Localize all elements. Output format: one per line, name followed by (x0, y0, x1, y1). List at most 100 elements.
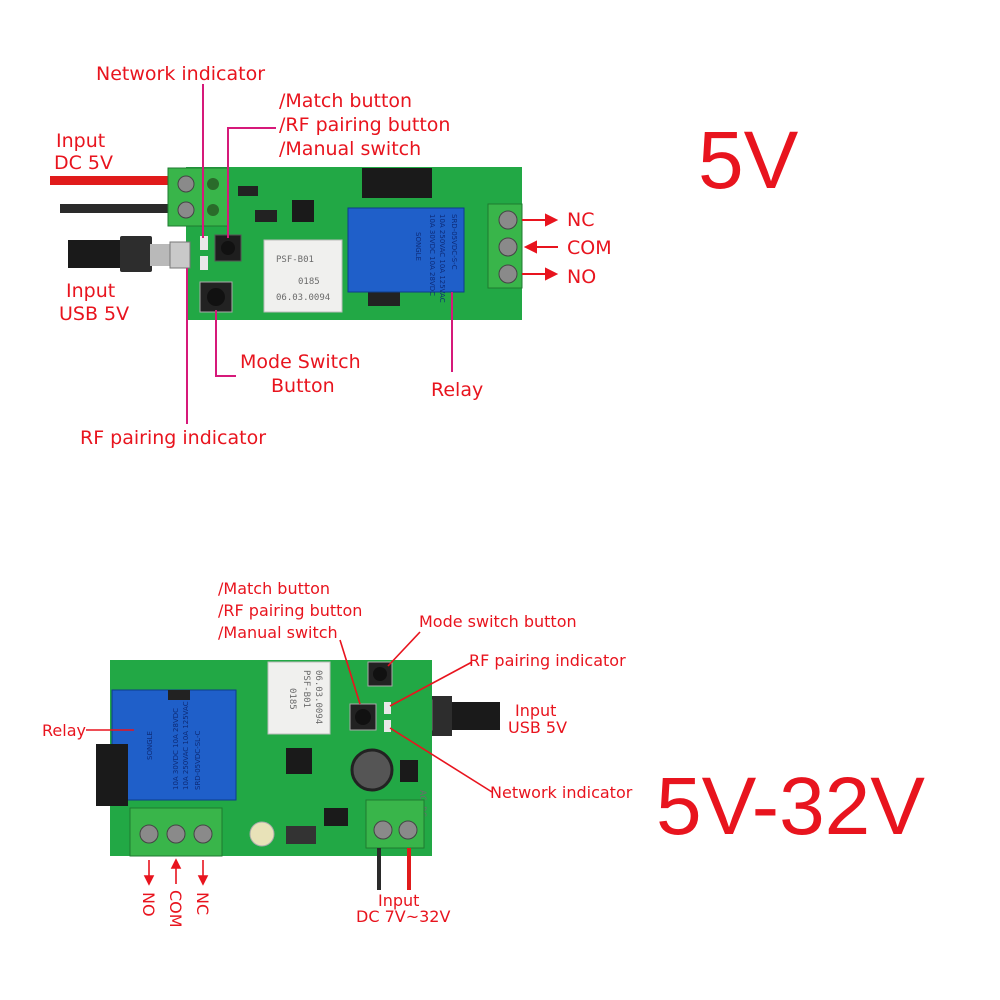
label-mode-switch-button: Mode switch button (419, 612, 577, 631)
label-nc: NC (193, 892, 212, 915)
label-input-usb-line-2: USB 5V (508, 718, 567, 737)
label-input-dc-line-2: DC 7V~32V (356, 907, 450, 926)
label-match-button: /Match button (218, 579, 330, 598)
mode-switch-button-cap (207, 288, 225, 306)
top-module: PSF-B01 0185 06.03.0094 SRD-05VDC-S-C 10… (50, 63, 799, 449)
label-rf-pairing-button: /RF pairing button (218, 601, 362, 620)
com-screw (498, 237, 518, 257)
top-output-arrows (522, 213, 559, 281)
voltage-label-5v: 5V (698, 115, 799, 206)
ic-chip (324, 808, 348, 826)
inductor (286, 826, 316, 844)
micro-usb-socket (169, 241, 191, 269)
relay-text-rating-1: 10A 250VAC 10A 125VAC (182, 701, 190, 790)
rf-led (200, 256, 208, 270)
chip-text-line-1: PSF-B01 (301, 670, 311, 708)
label-input-usb-line-2: USB 5V (59, 303, 129, 325)
label-com: COM (567, 237, 612, 259)
dc-screw-hole-1 (207, 178, 219, 190)
leader-network-indicator (389, 727, 493, 793)
relay-text-brand: SONGLE (146, 731, 154, 760)
smd-component (255, 210, 277, 222)
network-led (384, 720, 391, 732)
regulator (400, 760, 418, 782)
label-mode-switch-line-2: Button (271, 375, 335, 397)
wifi-module (267, 661, 331, 735)
no-screw (139, 824, 159, 844)
chip-text-line-2: 0185 (287, 688, 297, 710)
voltage-label-5v-32v: 5V-32V (656, 761, 925, 852)
label-input-dc-line-1: Input (378, 891, 419, 910)
diode (168, 690, 190, 700)
match-button[interactable] (349, 703, 377, 731)
chip-text-line-2: 0185 (298, 277, 320, 287)
label-relay: Relay (42, 721, 86, 740)
leader-mode-switch (387, 631, 421, 667)
chip-text-line-3: 06.03.0094 (313, 670, 323, 724)
wifi-module (263, 239, 343, 313)
rf-led (384, 702, 391, 714)
match-button-cap (221, 241, 235, 255)
label-manual-switch: /Manual switch (279, 138, 421, 160)
usb-plug (120, 236, 152, 272)
label-mode-switch-line-1: Mode Switch (240, 351, 361, 373)
smd-component (238, 186, 258, 196)
label-input-usb-line-1: Input (66, 280, 115, 302)
relay-text-rating-2: 10A 30VDC 10A 28VDC (172, 708, 180, 790)
chip-text-line-3: 06.03.0094 (276, 293, 330, 303)
bottom-module: SRD-05VDC-SL-C 10A 250VAC 10A 125VAC 10A… (42, 579, 925, 928)
dc-black-wire (377, 848, 381, 890)
small-capacitor (249, 821, 275, 847)
dc-terminal-block (167, 167, 229, 227)
relay (347, 207, 465, 293)
top-leader-lines (186, 84, 453, 424)
dc-screw-2 (177, 201, 195, 219)
network-led (200, 236, 208, 250)
dc-red-wire (50, 176, 178, 185)
usb-plug (430, 696, 452, 736)
label-com: COM (166, 890, 185, 928)
label-rf-pairing-button: /RF pairing button (279, 114, 450, 136)
dc-black-wire (60, 204, 178, 213)
label-input-dc-line-1: Input (56, 130, 105, 152)
label-rf-pairing-indicator: RF pairing indicator (80, 427, 266, 449)
label-nc: NC (567, 209, 594, 231)
leader-match-button (339, 639, 361, 705)
leader-match-button (227, 127, 276, 238)
relay (111, 689, 237, 801)
com-screw (166, 824, 186, 844)
leader-rf-pairing-indicator (389, 661, 473, 707)
bottom-output-arrows (143, 858, 209, 886)
chip-text-line-1: PSF-B01 (276, 255, 314, 265)
diode (368, 292, 400, 306)
dc-screw-hole-2 (207, 204, 219, 216)
label-network-indicator: Network indicator (96, 63, 265, 85)
dc-screw-1 (177, 175, 195, 193)
label-no: NO (139, 892, 158, 917)
relay-text-rating-2: 10A 30VDC 10A 28VDC (428, 214, 436, 296)
no-screw (498, 264, 518, 284)
rf-receiver-module (96, 744, 128, 806)
label-rf-pairing-indicator: RF pairing indicator (469, 651, 626, 670)
mode-switch-button-cap (373, 667, 387, 681)
rf-receiver-module (362, 168, 432, 198)
dc-red-wire (407, 848, 411, 890)
dc-screw-2 (398, 820, 418, 840)
ic-chip (292, 200, 314, 222)
leader-mode-switch (215, 310, 236, 377)
label-manual-switch: /Manual switch (218, 623, 338, 642)
match-button-cap (355, 709, 371, 725)
dc-screw-1 (373, 820, 393, 840)
label-relay: Relay (431, 379, 483, 401)
relay-text-model: SRD-05VDC-SL-C (194, 731, 202, 790)
usb-cable (68, 240, 123, 268)
capacitor (350, 748, 394, 792)
relay-text-rating-1: 10A 250VAC 10A 125VAC (438, 214, 446, 303)
relay-text-model: SRD-05VDC-S-C (450, 214, 458, 270)
nc-screw (498, 210, 518, 230)
label-input-usb-line-1: Input (515, 701, 556, 720)
relay-text-brand: SONGLE (414, 232, 422, 261)
label-input-dc-line-2: DC 5V (54, 152, 113, 174)
label-network-indicator: Network indicator (490, 783, 633, 802)
nc-screw (193, 824, 213, 844)
